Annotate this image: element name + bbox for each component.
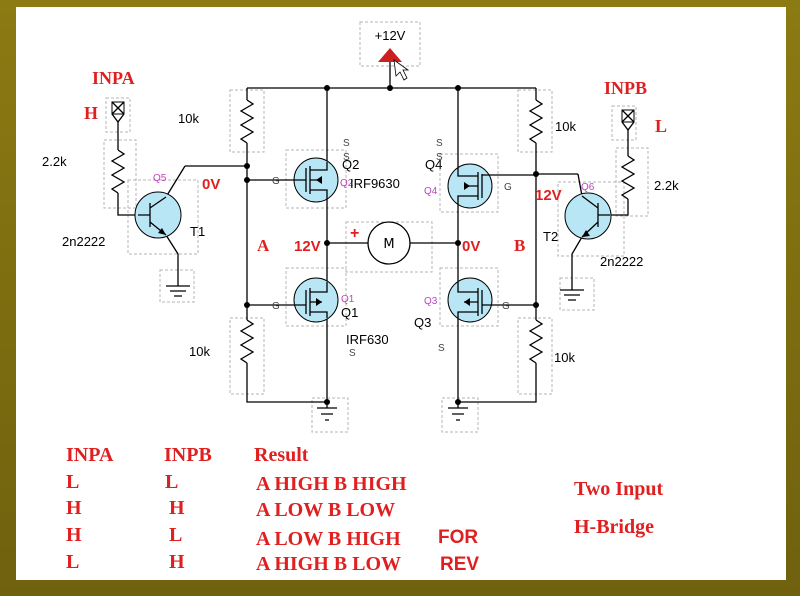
- q4-source-pin-2: S: [436, 152, 443, 163]
- table-row-4-result: A HIGH B LOW: [256, 553, 401, 575]
- table-row-1-a: L: [66, 471, 79, 493]
- resistor-bottom-right-value: 10k: [554, 350, 575, 365]
- left-gate-voltage: 0V: [202, 176, 220, 193]
- node-a-label: A: [257, 236, 270, 255]
- q3-source-pin: S: [438, 343, 445, 354]
- q4-name: Q4: [425, 157, 442, 172]
- resistor-top-right-value: 10k: [555, 119, 576, 134]
- table-row-3-a: H: [66, 524, 82, 546]
- q4-ref: Q4: [424, 186, 438, 197]
- q2-source-pin-2: S: [343, 152, 350, 163]
- node-a-voltage: 12V: [294, 238, 321, 255]
- table-row-4-a: L: [66, 551, 79, 573]
- input-a-probe-icon: [111, 101, 125, 124]
- table-row-3-note: FOR: [438, 527, 478, 548]
- input-b-probe-icon: [621, 109, 635, 132]
- table-row-2-result: A LOW B LOW: [256, 499, 395, 521]
- input-b-level: L: [655, 116, 667, 136]
- input-a-name: INPA: [92, 68, 135, 88]
- q5-ref: Q5: [153, 173, 167, 184]
- diagram-title-line-2: H-Bridge: [574, 516, 654, 538]
- supply-arrow-icon: [378, 48, 410, 81]
- q4-source-pin: S: [436, 138, 443, 149]
- t2-part: 2n2222: [600, 254, 643, 269]
- transistor-t2-icon: [564, 192, 612, 240]
- right-gate-voltage: 12V: [535, 187, 562, 204]
- table-row-3-b: L: [169, 524, 182, 546]
- transistor-t1-icon: [134, 191, 182, 239]
- resistor-bottom-left-value: 10k: [189, 344, 210, 359]
- table-header-result: Result: [254, 444, 309, 466]
- q1-name: Q1: [341, 305, 358, 320]
- table-row-4-note: REV: [440, 554, 479, 575]
- q2-part: IRF9630: [350, 176, 400, 191]
- t1-part: 2n2222: [62, 234, 105, 249]
- supply-label: +12V: [375, 28, 406, 43]
- resistor-top-left-value: 10k: [178, 111, 199, 126]
- mosfet-q3-icon: [447, 277, 495, 323]
- q3-name: Q3: [414, 315, 431, 330]
- q1-gate-pin: G: [272, 301, 280, 312]
- t2-name: T2: [543, 229, 558, 244]
- diagram-title-line-1: Two Input: [574, 478, 663, 500]
- ground-icon: [317, 407, 337, 421]
- node-b-label: B: [514, 236, 525, 255]
- q6-ref: Q6: [581, 182, 595, 193]
- q2-name: Q2: [342, 157, 359, 172]
- q1-ref: Q1: [341, 294, 355, 305]
- motor-plus-label: +: [350, 225, 359, 242]
- node-b-voltage: 0V: [462, 238, 480, 255]
- table-row-3-result: A LOW B HIGH: [256, 528, 401, 550]
- input-b-name: INPB: [604, 78, 647, 98]
- q2-ref: Q2: [340, 178, 354, 189]
- q2-gate-pin: G: [272, 176, 280, 187]
- table-row-2-b: H: [169, 497, 185, 519]
- mosfet-q1-icon: [292, 277, 339, 323]
- table-row-4-b: H: [169, 551, 185, 573]
- truth-table: INPA INPB Result L L A HIGH B HIGH H H A…: [66, 444, 479, 575]
- ground-icon: [560, 289, 584, 301]
- q3-gate-pin: G: [502, 301, 510, 312]
- table-header-inpa: INPA: [66, 444, 114, 466]
- ground-icon: [166, 285, 190, 297]
- q4-gate-pin: G: [504, 182, 512, 193]
- ground-icon: [448, 407, 468, 421]
- schematic-paper: [16, 7, 786, 580]
- table-row-1-b: L: [165, 471, 178, 493]
- mosfet-q2-icon: [292, 157, 339, 203]
- q1-part: IRF630: [346, 332, 389, 347]
- mosfet-q4-icon: [447, 163, 495, 209]
- motor-symbol: M: [383, 237, 394, 252]
- motor-icon: M: [367, 221, 411, 265]
- q2-source-pin: S: [343, 138, 350, 149]
- table-header-inpb: INPB: [164, 444, 212, 466]
- q3-ref: Q3: [424, 296, 438, 307]
- resistor-base-left-value: 2.2k: [42, 154, 67, 169]
- q1-source-pin: S: [349, 348, 356, 359]
- resistor-base-right-value: 2.2k: [654, 178, 679, 193]
- table-row-2-a: H: [66, 497, 82, 519]
- t1-name: T1: [190, 224, 205, 239]
- table-row-1-result: A HIGH B HIGH: [256, 473, 407, 495]
- input-a-level: H: [84, 103, 98, 123]
